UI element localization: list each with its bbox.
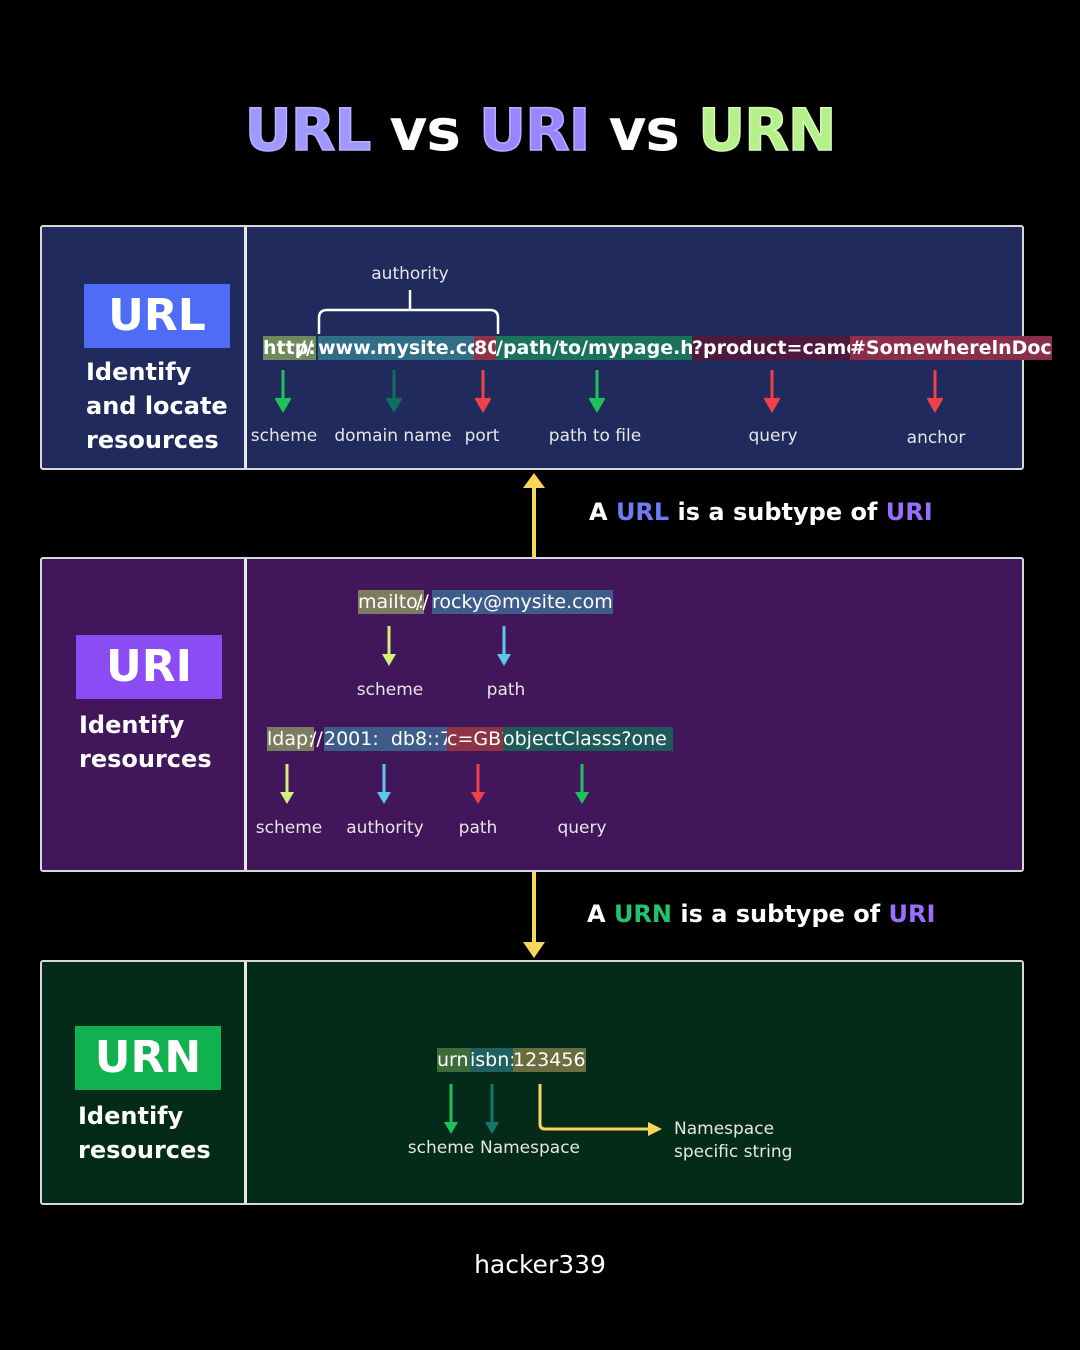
title-url: URL — [244, 95, 372, 165]
url-subtype-term: URL — [615, 498, 670, 526]
mailto-label-path: path — [486, 680, 526, 700]
urn-seg-scheme: urn: — [437, 1048, 475, 1072]
uri-desc-line-1: Identify — [79, 711, 185, 739]
url-seg-anchor: #SomewherelnDoc — [850, 336, 1052, 360]
ldap-seg-slashes: // — [310, 728, 323, 750]
ldap-label-authority: authority — [346, 818, 424, 838]
url-subtype-parent: URI — [885, 498, 933, 526]
ldap-label-path: path — [458, 818, 498, 838]
ldap-label-scheme: scheme — [255, 818, 323, 838]
uri-desc-line-2: resources — [79, 745, 212, 773]
urn-label-scheme: scheme — [407, 1138, 475, 1158]
urn-label-nss: Namespace specific string — [674, 1118, 792, 1164]
urn-seg-nss: 123456 — [513, 1048, 586, 1072]
url-desc-line-1: Identify — [86, 358, 192, 386]
ldap-seg-query: objectClasss?one — [503, 727, 673, 751]
ldap-label-query: query — [557, 818, 607, 838]
ldap-seg-authority: 2001: db8::7/ — [324, 727, 459, 751]
url-uri-connector — [523, 473, 545, 558]
url-label-anchor: anchor — [906, 428, 966, 448]
footer-handle: hacker339 — [474, 1250, 606, 1279]
urn-badge: URN — [75, 1026, 221, 1090]
url-seg-path: /path/to/mypage.html — [496, 336, 730, 360]
uri-description: Identify resources — [79, 708, 212, 776]
url-arrows — [274, 370, 944, 413]
urn-subtype-term: URN — [613, 900, 672, 928]
mailto-seg-slashes: // — [416, 591, 429, 613]
urn-arrows — [444, 1084, 662, 1136]
uri-badge: URI — [76, 635, 222, 699]
urn-subtype-parent: URI — [888, 900, 936, 928]
urn-panel: URN Identify resources — [40, 960, 1024, 1205]
mailto-seg-path: rocky@mysite.com — [432, 590, 613, 614]
title-vs-1: vs — [370, 96, 480, 164]
url-seg-colon: : — [468, 337, 476, 359]
url-description: Identify and locate resources — [86, 355, 228, 457]
url-label-port: port — [464, 426, 500, 446]
urn-desc-line-1: Identify — [78, 1102, 184, 1130]
urn-subtype-middle: is a subtype of — [672, 900, 889, 928]
ldap-seg-path: c=GB? — [447, 727, 512, 751]
url-seg-scheme: http: — [263, 336, 316, 360]
url-subtype-prefix: A — [589, 498, 616, 526]
url-label-path: path to file — [548, 426, 642, 446]
ldap-arrows — [280, 764, 589, 804]
urn-subtype-prefix: A — [587, 900, 614, 928]
ldap-seg-scheme: ldap: — [267, 727, 315, 751]
url-label-scheme: scheme — [250, 426, 318, 446]
url-subtype-note: A URL is a subtype of URI — [589, 498, 933, 526]
mailto-arrows — [382, 626, 511, 666]
urn-nss-line-1: Namespace — [674, 1119, 775, 1139]
url-subtype-middle: is a subtype of — [669, 498, 886, 526]
urn-label-namespace: Namespace — [479, 1138, 581, 1158]
url-seg-slashes: // — [299, 337, 313, 359]
title-uri: URI — [478, 95, 591, 165]
urn-seg-namespace: isbn: — [470, 1048, 516, 1072]
page-title: URL vs URI vs URN — [0, 95, 1080, 165]
urn-subtype-note: A URN is a subtype of URI — [587, 900, 935, 928]
uri-divider — [244, 559, 247, 870]
mailto-label-scheme: scheme — [356, 680, 424, 700]
title-urn: URN — [697, 95, 837, 165]
uri-urn-connector — [523, 872, 545, 958]
urn-description: Identify resources — [78, 1099, 211, 1167]
urn-desc-line-2: resources — [78, 1136, 211, 1164]
url-seg-query: ?product=camera — [692, 336, 882, 360]
url-desc-line-2: and locate — [86, 392, 228, 420]
url-desc-line-3: resources — [86, 426, 219, 454]
url-label-query: query — [748, 426, 798, 446]
url-seg-domain: www.mysite.com — [318, 336, 500, 360]
url-label-domain: domain name — [334, 426, 452, 446]
url-divider — [244, 227, 247, 468]
authority-label: authority — [371, 264, 449, 284]
urn-nss-line-2: specific string — [674, 1142, 793, 1162]
url-badge: URL — [84, 284, 230, 348]
urn-divider — [244, 962, 247, 1203]
title-vs-2: vs — [589, 96, 699, 164]
authority-brace — [317, 290, 500, 334]
mailto-seg-scheme: mailto: — [358, 590, 425, 614]
